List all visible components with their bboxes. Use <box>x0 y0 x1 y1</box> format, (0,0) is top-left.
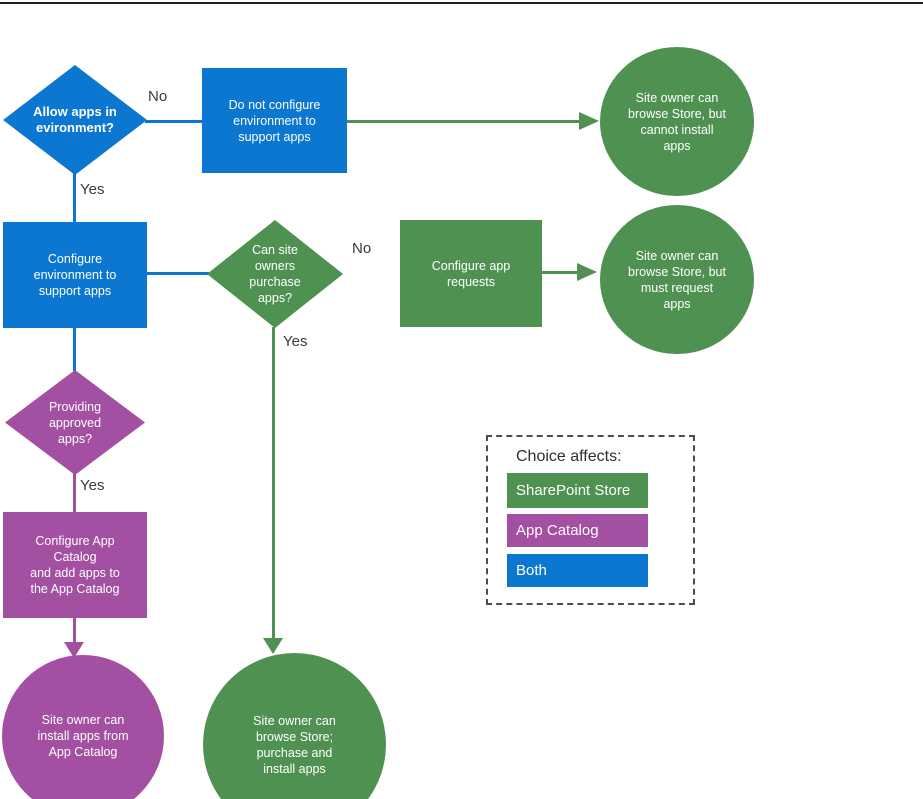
connector-allow-to-donot <box>145 120 204 123</box>
process-configure-environment-text: Configure environment to support apps <box>33 252 117 298</box>
outcome-browse-purchase-install-text: Site owner can browse Store; purchase an… <box>253 713 336 776</box>
edge-label-yes-allow-apps: Yes <box>80 181 105 198</box>
legend-item-app-catalog-label: App Catalog <box>516 522 599 539</box>
outcome-browse-purchase-install: Site owner can browse Store; purchase an… <box>203 653 386 799</box>
process-configure-environment: Configure environment to support apps <box>3 222 147 328</box>
edge-label-yes-purchase: Yes <box>283 333 308 350</box>
decision-providing-approved-apps: Providing approved apps? <box>5 370 145 475</box>
process-do-not-configure-environment: Do not configure environment to support … <box>202 68 347 173</box>
arrowhead-browse-must-request <box>577 263 597 281</box>
outcome-browse-cannot-install-text: Site owner can browse Store, but cannot … <box>628 90 726 153</box>
connector-catalog-to-install <box>73 617 76 644</box>
top-border-line <box>0 2 923 4</box>
legend-item-app-catalog: App Catalog <box>507 514 648 547</box>
arrowhead-browse-purchase-install <box>263 638 283 654</box>
edge-label-no-purchase: No <box>352 240 372 257</box>
legend-item-both: Both <box>507 554 648 587</box>
edge-label-yes-providing: Yes <box>80 477 105 494</box>
connector-donot-to-browse <box>345 120 581 123</box>
outcome-install-from-app-catalog: Site owner can install apps from App Cat… <box>2 655 164 799</box>
process-configure-app-catalog-text: Configure App Catalog and add apps to th… <box>30 534 120 596</box>
outcome-browse-must-request-text: Site owner can browse Store, but must re… <box>628 248 726 311</box>
connector-requests-to-browse <box>541 271 579 274</box>
edge-label-no-allow-apps: No <box>148 88 168 105</box>
decision-allow-apps-text: Allow apps in evironment? <box>33 104 117 135</box>
connector-allow-to-configure <box>73 173 76 224</box>
connector-configure-to-purchase <box>145 272 209 275</box>
legend-title: Choice affects: <box>516 448 622 465</box>
outcome-browse-must-request: Site owner can browse Store, but must re… <box>600 205 754 354</box>
decision-site-owners-purchase: Can site owners purchase apps? <box>207 220 343 328</box>
legend-item-sharepoint-store-label: SharePoint Store <box>516 482 631 499</box>
process-configure-app-catalog: Configure App Catalog and add apps to th… <box>3 512 147 618</box>
decision-providing-approved-apps-text: Providing approved apps? <box>48 399 102 446</box>
legend-choice-affects: Choice affects: SharePoint Store App Cat… <box>486 435 695 605</box>
connector-purchase-to-browse-purchase <box>272 327 275 639</box>
process-do-not-configure-text: Do not configure environment to support … <box>228 97 321 144</box>
outcome-install-from-app-catalog-text: Site owner can install apps from App Cat… <box>37 713 129 759</box>
process-configure-app-requests: Configure app requests <box>400 220 542 327</box>
arrowhead-browse-cannot-install <box>579 112 599 130</box>
legend-item-sharepoint-store: SharePoint Store <box>507 473 648 508</box>
decision-allow-apps-in-environment: Allow apps in evironment? <box>3 65 147 175</box>
decision-site-owners-purchase-text: Can site owners purchase apps? <box>249 243 301 305</box>
legend-item-both-label: Both <box>516 562 547 579</box>
connector-providing-to-catalog <box>73 472 76 514</box>
arrowhead-install-from-catalog <box>64 642 84 658</box>
connector-configure-to-providing <box>73 327 76 371</box>
process-configure-app-requests-text: Configure app requests <box>431 258 511 289</box>
outcome-browse-cannot-install: Site owner can browse Store, but cannot … <box>600 47 754 196</box>
